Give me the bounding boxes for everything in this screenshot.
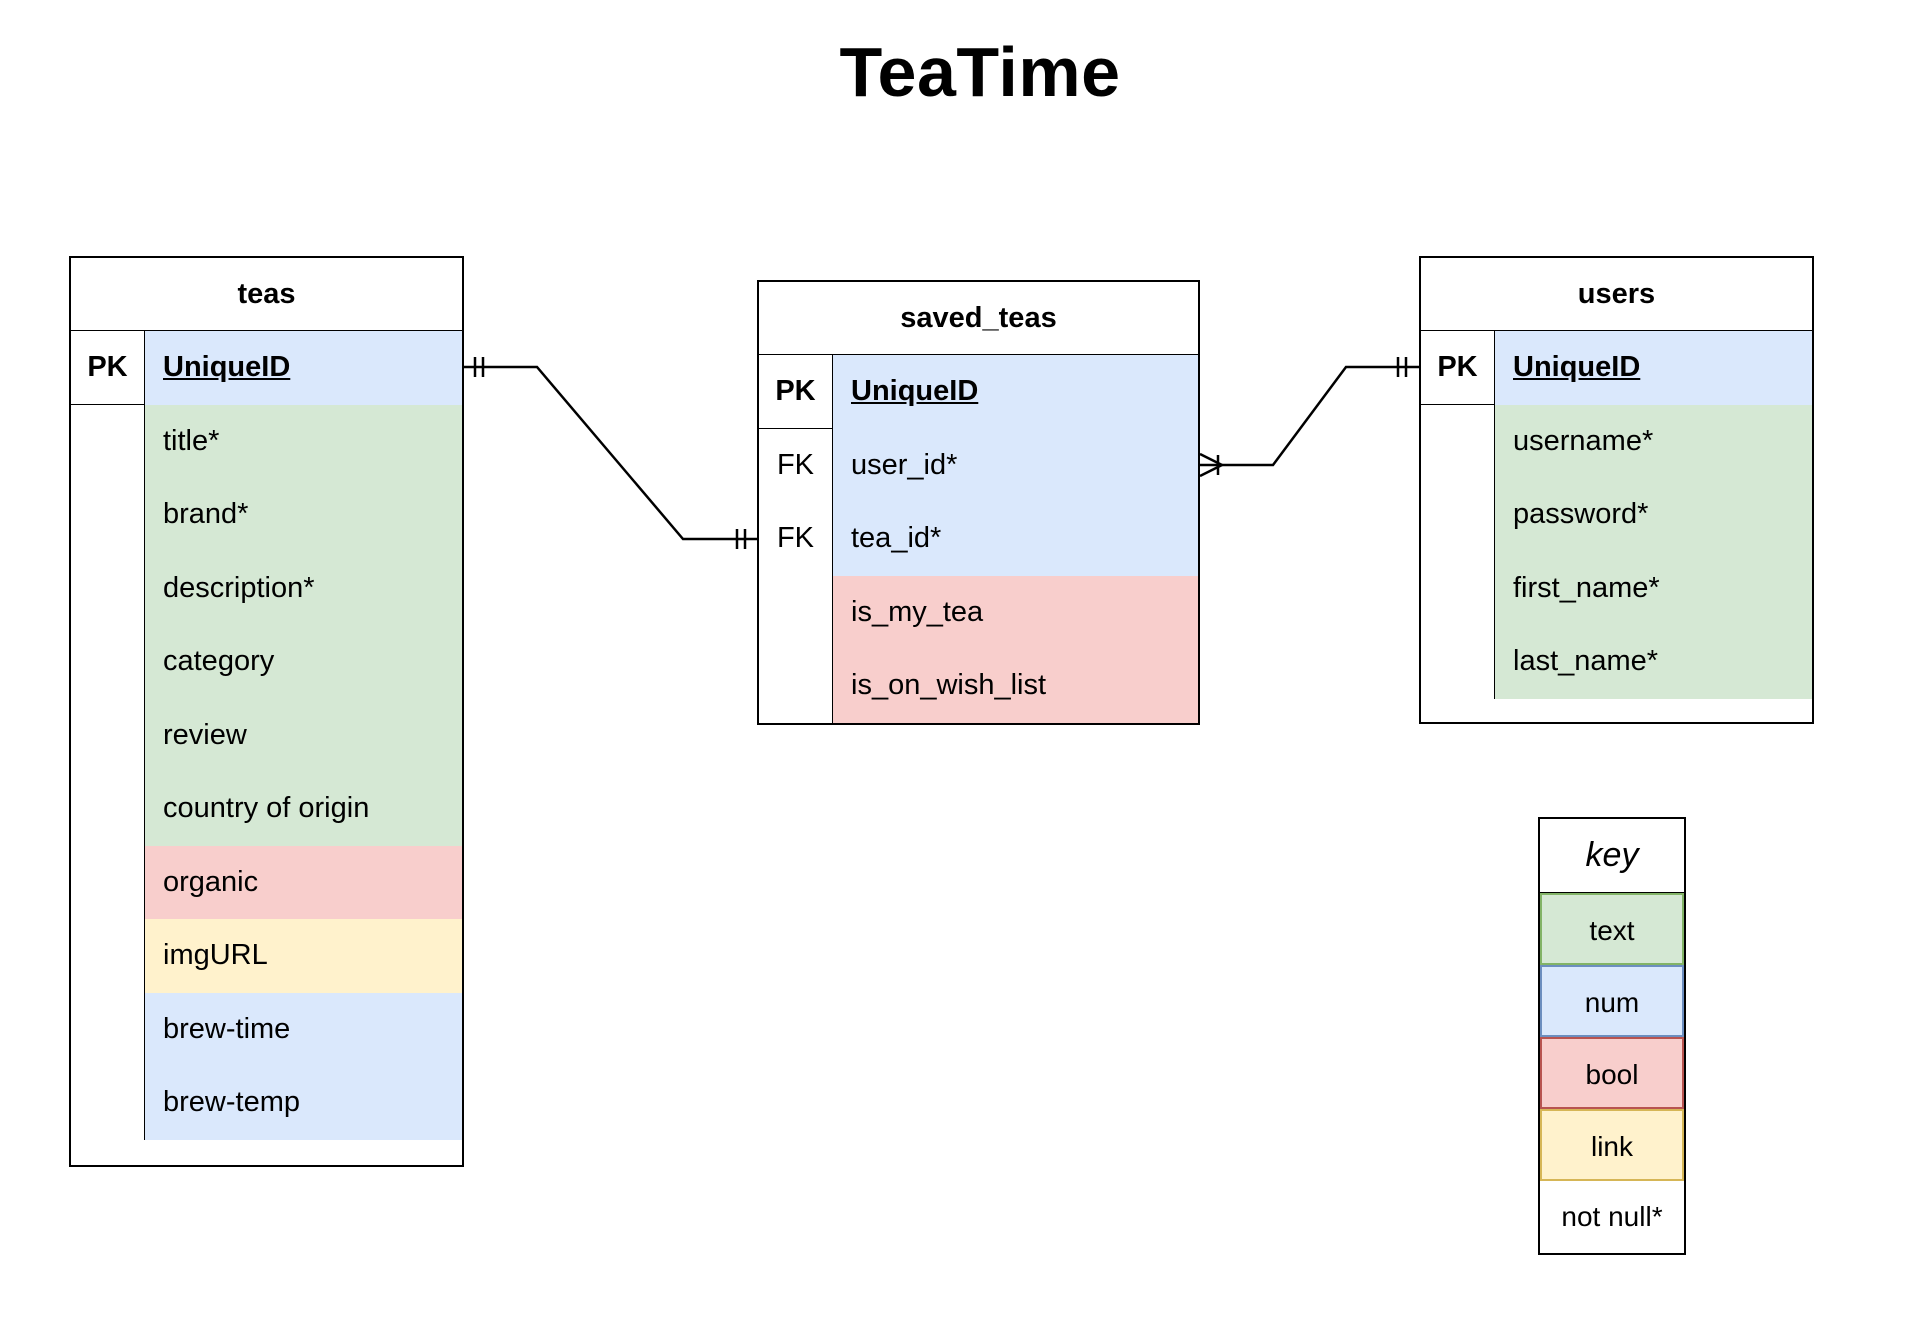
field-name: organic xyxy=(144,845,462,919)
legend-item-not-null: not null* xyxy=(1540,1181,1684,1253)
key-label: FK xyxy=(776,522,815,555)
field-name: user_id* xyxy=(832,428,1198,502)
field-name: last_name* xyxy=(1494,625,1812,699)
field-name: is_on_wish_list xyxy=(832,649,1198,723)
legend-item-bool: bool xyxy=(1540,1037,1684,1109)
field-name: imgURL xyxy=(144,919,462,993)
table-title: users xyxy=(1421,258,1812,331)
table-row: PK UniqueID xyxy=(1421,331,1812,405)
table-row: organic xyxy=(71,845,462,919)
field-name: username* xyxy=(1494,404,1812,478)
field-name: brand* xyxy=(144,478,462,552)
table-row: brew-temp xyxy=(71,1066,462,1140)
legend-item-text: text xyxy=(1540,893,1684,965)
table-row: brand* xyxy=(71,478,462,552)
relationship-teas-saved-teas xyxy=(464,357,757,549)
key-label: PK xyxy=(1421,331,1494,405)
table-row: FK user_id* xyxy=(759,428,1198,502)
field-name: country of origin xyxy=(144,772,462,846)
table-row: password* xyxy=(1421,478,1812,552)
table-row: FK tea_id* xyxy=(759,502,1198,576)
field-name: UniqueID xyxy=(1494,331,1812,405)
table-row: review xyxy=(71,698,462,772)
table-row: brew-time xyxy=(71,992,462,1066)
legend-item-link: link xyxy=(1540,1109,1684,1181)
table-title: teas xyxy=(71,258,462,331)
field-name: title* xyxy=(144,404,462,478)
field-name: first_name* xyxy=(1494,551,1812,625)
field-name: UniqueID xyxy=(144,331,462,405)
key-label: PK xyxy=(759,355,832,429)
key-label: PK xyxy=(71,331,144,405)
table-row: is_my_tea xyxy=(759,575,1198,649)
table-row: country of origin xyxy=(71,772,462,846)
table-row: last_name* xyxy=(1421,625,1812,699)
table-row: is_on_wish_list xyxy=(759,649,1198,723)
table-teas[interactable]: teas PK UniqueID title* brand* descripti… xyxy=(69,256,464,1167)
field-name: UniqueID xyxy=(832,355,1198,429)
table-row: imgURL xyxy=(71,919,462,993)
field-name: is_my_tea xyxy=(832,575,1198,649)
table-row: category xyxy=(71,625,462,699)
field-name: description* xyxy=(144,551,462,625)
legend: key text num bool link not null* xyxy=(1538,817,1686,1255)
field-name: password* xyxy=(1494,478,1812,552)
table-row: username* xyxy=(1421,404,1812,478)
relationship-line xyxy=(1200,365,1419,467)
table-title: saved_teas xyxy=(759,282,1198,355)
diagram-title: TeaTime xyxy=(839,33,1121,111)
relationship-line xyxy=(464,365,757,541)
field-name: review xyxy=(144,698,462,772)
field-name: tea_id* xyxy=(832,502,1198,576)
table-row: description* xyxy=(71,551,462,625)
table-row: PK UniqueID xyxy=(71,331,462,405)
table-users[interactable]: users PK UniqueID username* password* fi… xyxy=(1419,256,1814,724)
key-label: FK xyxy=(776,448,815,481)
legend-item-num: num xyxy=(1540,965,1684,1037)
table-row: first_name* xyxy=(1421,551,1812,625)
field-name: brew-temp xyxy=(144,1066,462,1140)
table-row: title* xyxy=(71,404,462,478)
legend-title: key xyxy=(1540,819,1684,893)
table-row: PK UniqueID xyxy=(759,355,1198,429)
relationship-users-saved-teas xyxy=(1199,357,1419,478)
field-name: brew-time xyxy=(144,992,462,1066)
table-saved-teas[interactable]: saved_teas PK UniqueID FK user_id* FK tea_… xyxy=(757,280,1200,725)
field-name: category xyxy=(144,625,462,699)
